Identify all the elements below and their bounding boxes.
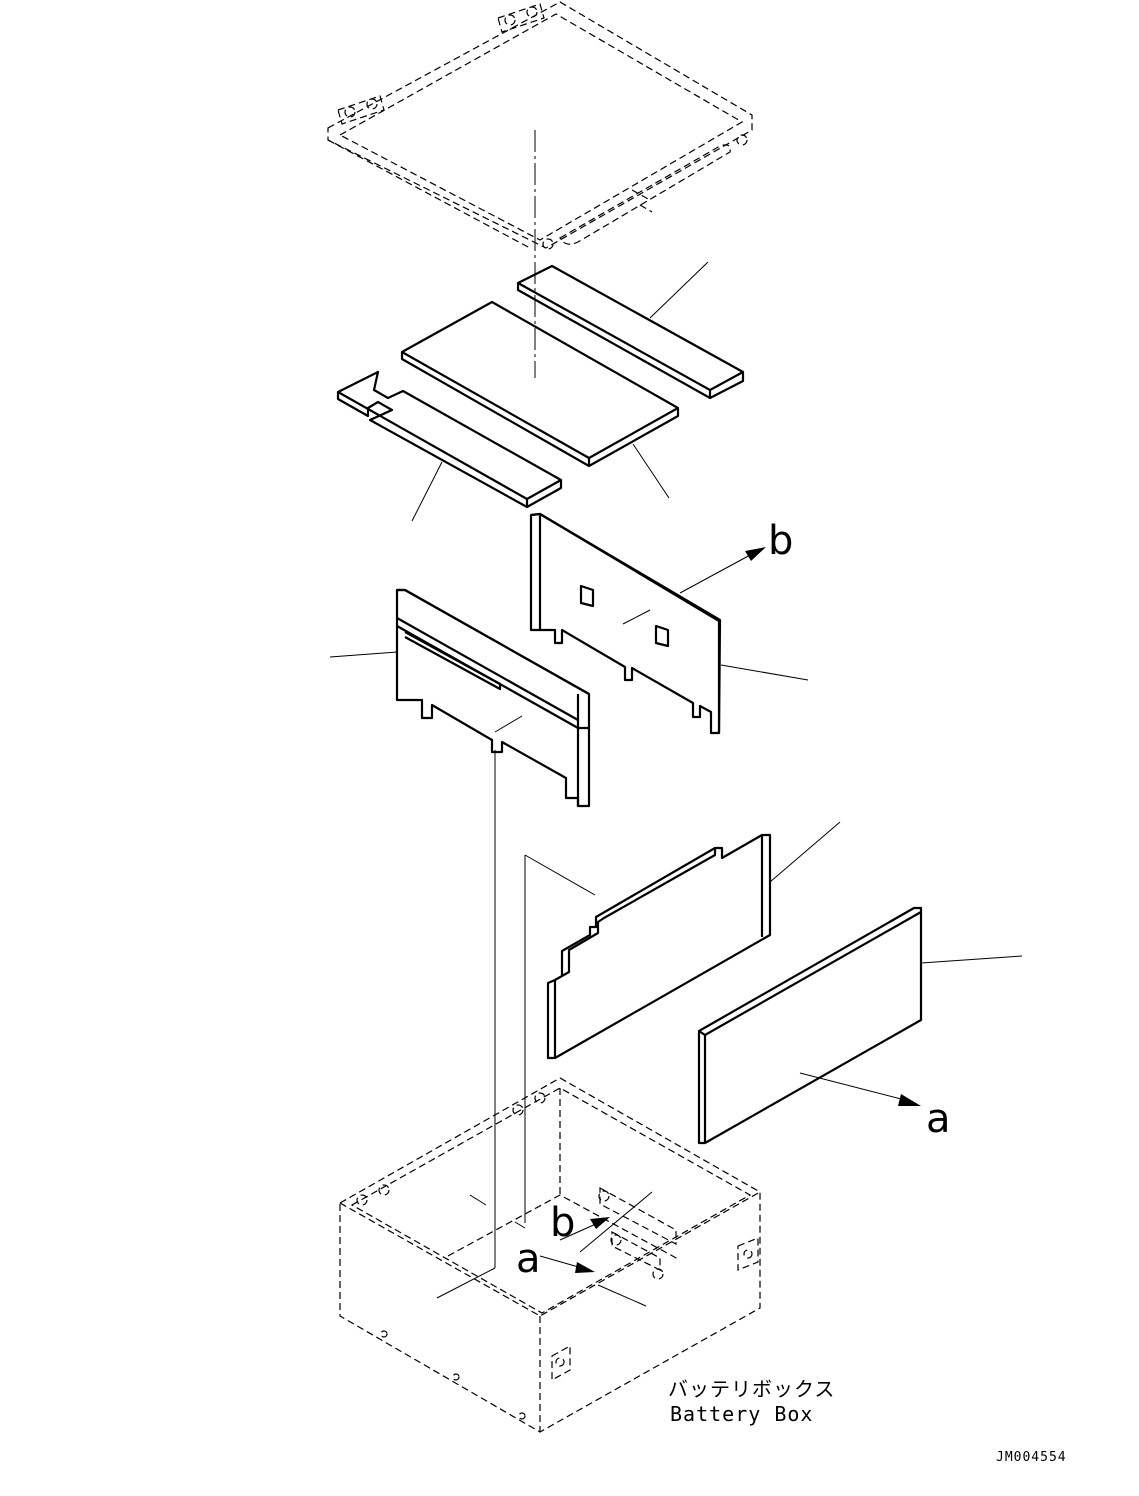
caption-japanese: バッテリボックス	[668, 1377, 835, 1401]
pad-top-strip	[516, 264, 745, 400]
pad-top-center	[400, 300, 680, 468]
lid-hinge-right	[497, 3, 545, 33]
panel-front	[395, 588, 591, 808]
box-front-bracket	[551, 1344, 571, 1382]
battery-box	[339, 1077, 761, 1433]
label-b-box: b	[550, 1200, 575, 1246]
arrow-b-panel	[679, 547, 766, 594]
caption-english: Battery Box	[670, 1402, 813, 1426]
lid-handle	[542, 134, 748, 250]
arrow-a-panel	[799, 1072, 921, 1106]
panel-stepped	[546, 833, 772, 1060]
lid-hinge-left	[337, 95, 385, 125]
assembly-lines	[436, 130, 653, 1307]
label-b-panel: b	[768, 518, 793, 564]
arrow-a-box	[539, 1255, 595, 1273]
pad-top-notched	[336, 370, 563, 509]
battery-box-lid	[327, 1, 753, 250]
label-a-box: a	[516, 1236, 541, 1282]
box-side-bracket-right	[737, 1237, 759, 1271]
label-a-panel: a	[926, 1096, 951, 1142]
panel-side-a	[697, 906, 923, 1145]
leader-lines	[329, 261, 1023, 964]
drawing-code: JM004554	[996, 1450, 1067, 1465]
